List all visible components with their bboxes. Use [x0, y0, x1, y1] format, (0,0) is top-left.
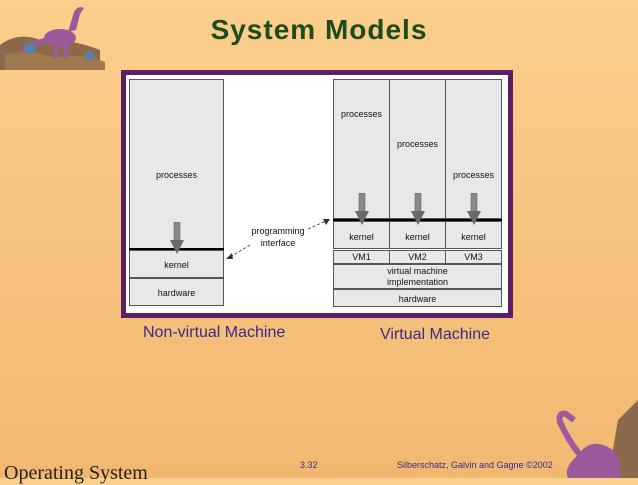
vm2-processes-box: [389, 79, 446, 219]
programming-interface-label-1: programming: [251, 226, 305, 236]
down-arrow-icon: [467, 193, 481, 225]
vm3-processes-label: processes: [452, 170, 495, 180]
diagram-panel: processes kernel hardware programming in…: [126, 75, 508, 313]
vm2-processes-label: processes: [396, 139, 439, 149]
programming-interface-label-2: interface: [260, 238, 296, 248]
down-arrow-icon: [355, 193, 369, 225]
virtual-caption: Virtual Machine: [380, 326, 490, 343]
vm2-kernel-label: kernel: [405, 232, 430, 242]
down-arrow-icon: [411, 193, 425, 225]
vm1-kernel-label: kernel: [349, 232, 374, 242]
slide-title: System Models: [210, 14, 428, 45]
nonvirtual-caption: Non-virtual Machine: [143, 324, 286, 341]
interface-pointer-lines: [226, 219, 330, 259]
virtual-hardware-label: hardware: [398, 294, 437, 304]
vm3-kernel-label: kernel: [461, 232, 486, 242]
vm1-processes-label: processes: [340, 109, 383, 119]
nonvirtual-hardware-box: [129, 278, 224, 306]
vm-implementation-label-2: implementation: [386, 277, 449, 287]
nonvirtual-hardware-label: hardware: [157, 288, 196, 298]
vm3-kernel-box: [445, 221, 502, 249]
vm1-label: VM1: [352, 252, 371, 262]
dinosaur-bottom-right-icon: [556, 400, 638, 478]
vm-implementation-label-1: virtual machine: [387, 266, 448, 276]
virtual-hardware-box: [333, 289, 502, 307]
vm-implementation-box: [333, 264, 502, 289]
down-arrow-icon: [170, 222, 184, 254]
vm2-label: VM2: [408, 252, 427, 262]
nonvirtual-kernel-label: kernel: [164, 260, 189, 270]
copyright: Silberschatz, Galvin and Gagne ©2002: [397, 460, 553, 470]
footer-course-title: Operating System: [4, 462, 148, 484]
nonvirtual-processes-box: [129, 79, 224, 250]
dinosaur-top-left-icon: [0, 7, 105, 70]
vm2-kernel-box: [389, 221, 446, 249]
page-number: 3.32: [300, 460, 318, 470]
vm3-label: VM3: [464, 252, 483, 262]
vm3-label-box: [445, 250, 502, 264]
vm3-processes-box: [445, 79, 502, 219]
nonvirtual-processes-label: processes: [155, 170, 198, 180]
